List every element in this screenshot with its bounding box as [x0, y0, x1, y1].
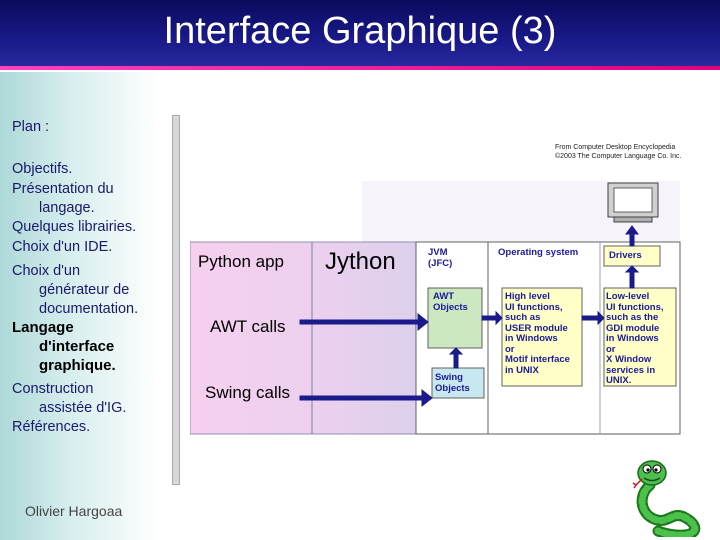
nav-item-label: Quelques librairies.	[12, 219, 137, 235]
author-name: Olivier Hargoaa	[25, 503, 123, 519]
drivers-label: Drivers	[609, 250, 642, 261]
low-level-line: or	[606, 343, 616, 355]
awt-objects-line: Objects	[433, 301, 468, 313]
swing-objects-label: Swing Objects	[435, 372, 470, 394]
architecture-diagram	[190, 181, 681, 435]
nav-item-construction[interactable]: Construction assistée d'IG.	[12, 380, 126, 418]
nav-item-label: Objectifs.	[12, 161, 73, 177]
drivers-to-screen-arrow	[625, 225, 639, 247]
nav-item-librairies[interactable]: Quelques librairies.	[12, 218, 136, 237]
swing-calls-arrow	[299, 388, 433, 408]
jvm-label-line: (JFC)	[428, 257, 453, 269]
low-to-drivers-arrow	[624, 265, 640, 289]
low-level-line: X Window	[606, 354, 652, 365]
awt-objects-line: AWT	[433, 291, 455, 302]
nav-item-label: générateur de	[39, 282, 130, 298]
title-underline	[0, 66, 720, 70]
nav-item-presentation[interactable]: Présentation du langage.	[12, 180, 114, 218]
nav-plan-heading: Plan :	[12, 119, 50, 135]
high-to-low-arrow	[581, 310, 605, 326]
nav-item-generateur[interactable]: Choix d'un générateur de documentation.	[12, 262, 138, 319]
snake-logo-icon	[632, 460, 701, 537]
python-app-label: Python app	[198, 252, 285, 271]
low-level-line: UI functions,	[606, 301, 664, 313]
nav-item-label: graphique.	[39, 357, 116, 374]
low-level-text: Low-level UI functions, such as the GDI …	[606, 291, 664, 387]
slide-title: Interface Graphique (3)	[163, 10, 557, 52]
sidebar	[0, 72, 160, 540]
awt-calls-label: AWT calls	[210, 317, 286, 336]
swing-to-awt-arrow	[448, 347, 464, 369]
awt-calls-arrow	[299, 312, 429, 332]
credit-line: From Computer Desktop Encyclopedia	[555, 144, 676, 151]
jython-label: Jython	[325, 248, 396, 275]
nav-item-label: Construction	[12, 381, 94, 397]
operating-system-label: Operating system	[498, 247, 579, 258]
credit-line: ©2003 The Computer Language Co. Inc.	[555, 153, 682, 160]
low-level-line: UNIX.	[606, 375, 632, 386]
nav-item-label: d'interface	[39, 338, 115, 355]
high-level-line: or	[505, 343, 515, 355]
low-level-line: GDI module	[606, 322, 660, 334]
computer-icon	[607, 182, 659, 223]
nav-item-label: assistée d'IG.	[39, 400, 127, 416]
high-level-line: High level	[505, 291, 550, 302]
swing-objects-line: Objects	[435, 382, 470, 394]
high-level-line: in Windows	[505, 333, 558, 344]
low-level-line: such as the	[606, 312, 659, 323]
nav-item-label: Choix d'un	[12, 263, 81, 279]
swing-calls-label: Swing calls	[205, 383, 291, 402]
low-level-box	[603, 287, 677, 387]
low-level-line: services in	[606, 364, 656, 376]
nav-item-label: Choix d'un IDE.	[12, 239, 113, 255]
awt-to-os-arrow	[481, 310, 503, 326]
nav-item-ide[interactable]: Choix d'un IDE.	[12, 238, 112, 257]
diagram-credit: From Computer Desktop Encyclopedia ©2003…	[555, 143, 681, 161]
high-level-line: Motif interface	[505, 354, 570, 365]
high-level-box	[501, 287, 583, 387]
nav-item-objectifs[interactable]: Objectifs.	[12, 160, 72, 179]
high-level-line: in UNIX	[505, 364, 539, 376]
jvm-label: JVM (JFC)	[428, 247, 453, 269]
nav-item-label: langage.	[39, 200, 95, 216]
nav-item-label: Références.	[12, 419, 91, 435]
jvm-label-line: JVM	[428, 247, 448, 258]
nav-item-label: documentation.	[39, 301, 139, 317]
nav-item-references[interactable]: Références.	[12, 418, 90, 437]
low-level-line: in Windows	[606, 333, 659, 344]
title-bar	[0, 0, 720, 70]
nav-item-label: Présentation du	[12, 181, 114, 197]
low-level-line: Low-level	[606, 291, 650, 302]
high-level-text: High level UI functions, such as USER mo…	[505, 291, 570, 376]
vertical-divider	[172, 115, 180, 485]
high-level-line: UI functions,	[505, 301, 563, 313]
nav-item-langage-active[interactable]: Langage d'interface graphique.	[12, 318, 116, 375]
nav-item-label: Langage	[12, 319, 74, 336]
awt-objects-box	[427, 287, 483, 349]
high-level-line: such as	[505, 312, 541, 323]
high-level-line: USER module	[505, 322, 568, 334]
awt-objects-label: AWT Objects	[433, 291, 468, 313]
swing-objects-line: Swing	[435, 372, 463, 383]
